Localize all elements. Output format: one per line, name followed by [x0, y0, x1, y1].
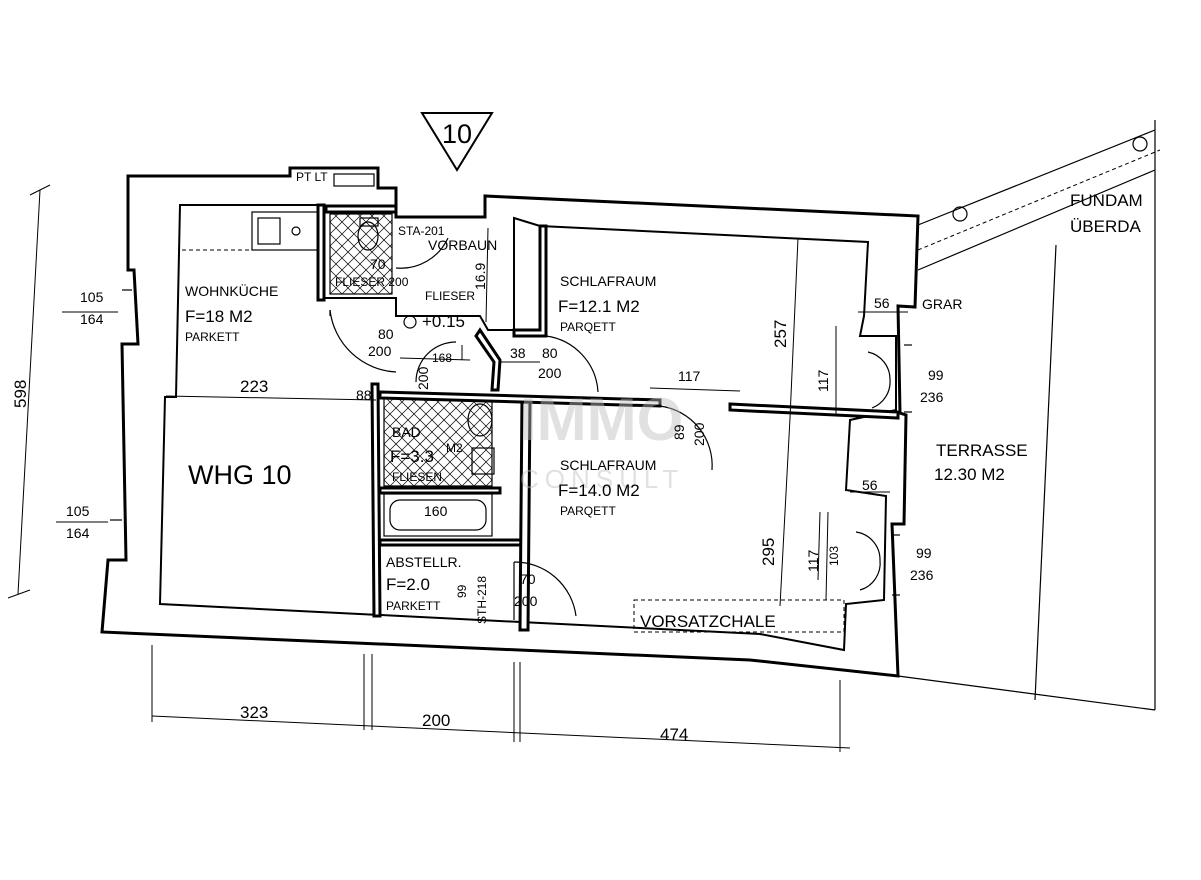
dim-door2-a: 80 — [542, 345, 558, 361]
dim-window-2a: 105 — [66, 503, 90, 519]
room-bad: BAD F=3.3 M2 FLIESEN — [390, 424, 463, 484]
dim-door-a: 80 — [378, 326, 394, 342]
flieser-label: FLIESER — [425, 289, 475, 303]
watermark-sub: CONSULT — [520, 464, 684, 494]
room-floor: PARQETT — [560, 504, 616, 518]
dim-295: 295 — [759, 538, 778, 566]
dim-257: 257 — [771, 320, 790, 348]
dim-117-a: 117 — [815, 369, 831, 392]
room-area: F=18 M2 — [185, 307, 253, 326]
dim-total-height: 598 — [11, 380, 30, 408]
pt-lt-shaft — [333, 173, 375, 187]
grar-label: GRAR — [922, 296, 962, 312]
dimension-texts: 598 105 164 105 164 223 88 70 16.9 80 20… — [11, 256, 944, 744]
room-schlafraum-1: SCHLAFRAUM F=12.1 M2 PARQETT — [558, 273, 656, 334]
kitchen-counter — [182, 211, 319, 251]
dim-56-a: 56 — [874, 295, 890, 311]
wc-tile-area — [329, 213, 393, 295]
dim-door3-b: 200 — [514, 593, 538, 609]
room-name: ABSTELLR. — [386, 554, 461, 570]
room-area-unit: M2 — [446, 441, 463, 455]
dim-window-4b: 236 — [910, 567, 934, 583]
dim-103: 103 — [827, 546, 841, 566]
watermark: IMMO — [520, 386, 683, 453]
dim-window-1a: 105 — [80, 289, 104, 305]
room-floor: PARQETT — [560, 320, 616, 334]
pt-lt-label: PT LT — [296, 170, 328, 184]
washbasin — [467, 403, 495, 475]
dim-99: 99 — [455, 584, 469, 598]
dim-wc-door-a: 70 — [370, 256, 386, 272]
dim-door3-a: 70 — [520, 571, 536, 587]
room-wohnkueche: WOHNKÜCHE F=18 M2 PARKETT — [185, 282, 278, 344]
unit-marker-number: 10 — [442, 119, 472, 149]
room-name: SCHLAFRAUM — [560, 273, 656, 289]
dim-88: 88 — [356, 387, 372, 403]
fundam-label: FUNDAM — [1070, 191, 1143, 210]
unit-marker: 10 — [420, 112, 494, 172]
dim-v200: 200 — [415, 366, 431, 390]
room-area: F=12.1 M2 — [558, 297, 640, 316]
room-name: WOHNKÜCHE — [185, 282, 278, 299]
room-area: F=2.0 — [386, 575, 430, 594]
dim-38: 38 — [510, 345, 526, 361]
room-abstellraum: ABSTELLR. F=2.0 PARKETT — [386, 554, 461, 613]
dim-16-9: 16.9 — [472, 263, 488, 290]
room-floor: PARKETT — [386, 599, 441, 613]
dim-window-4a: 99 — [916, 545, 932, 561]
sth-label: STH-218 — [475, 576, 489, 624]
dim-56-b: 56 — [862, 477, 878, 493]
room-name: SCHLAFRAUM — [560, 457, 656, 473]
dim-window-2b: 164 — [66, 525, 90, 541]
room-name: TERRASSE — [936, 441, 1028, 460]
dim-200-bottom: 200 — [422, 711, 450, 730]
room-floor: PARKETT — [185, 330, 240, 344]
level-label: +0.15 — [422, 312, 465, 331]
vorbau-label: VORBAUN — [428, 237, 497, 253]
apartment-label: WHG 10 — [188, 460, 292, 490]
dim-window-3a: 99 — [928, 367, 944, 383]
interior-walls — [316, 203, 900, 632]
bad-tile-area — [383, 397, 493, 487]
bathtub — [383, 493, 493, 537]
dim-89: 89 — [671, 424, 687, 440]
windows — [110, 289, 912, 596]
room-area: F=14.0 M2 — [558, 481, 640, 500]
dim-window-1b: 164 — [80, 311, 104, 327]
dim-168: 168 — [432, 351, 452, 365]
room-area: 12.30 M2 — [934, 465, 1005, 484]
dim-117-top: 117 — [678, 368, 701, 384]
dim-117-b: 117 — [805, 549, 821, 572]
dim-window-3b: 236 — [920, 389, 944, 405]
dim-323: 323 — [240, 703, 268, 722]
door-swings — [329, 237, 891, 620]
toilet-wc — [357, 217, 379, 251]
room-area: F=3.3 — [390, 447, 434, 466]
room-name: BAD — [392, 424, 421, 440]
room-floor: FLIESEN — [392, 470, 442, 484]
dim-door2-b: 200 — [538, 365, 562, 381]
dim-474: 474 — [660, 725, 688, 744]
ueberda-label: ÜBERDA — [1070, 217, 1142, 236]
vorsatzschale-box — [633, 599, 845, 633]
dim-v200b: 200 — [691, 422, 707, 446]
terrace-area — [897, 120, 1161, 711]
room-terrasse: TERRASSE 12.30 M2 — [934, 441, 1028, 484]
dimension-lines — [7, 184, 908, 752]
wc-label: FLIESER 200 — [335, 275, 409, 289]
dim-223: 223 — [240, 377, 268, 396]
dim-door-b: 200 — [368, 343, 392, 359]
room-schlafraum-2: SCHLAFRAUM F=14.0 M2 PARQETT — [558, 457, 656, 518]
dim-160: 160 — [424, 503, 448, 519]
sta-label: STA-201 — [398, 224, 445, 238]
vorsatzschale-label: VORSATZCHALE — [640, 612, 776, 631]
